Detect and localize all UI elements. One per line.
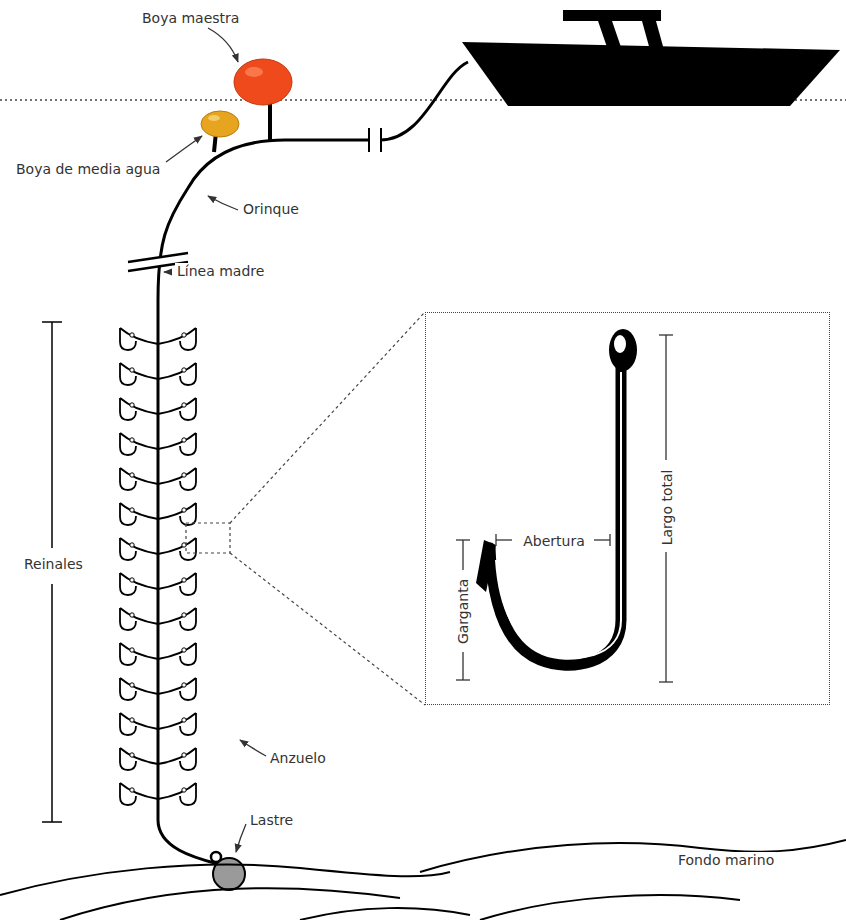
- snood: [158, 363, 196, 385]
- snood: [158, 468, 196, 490]
- part-label: Fondo marino: [676, 852, 776, 869]
- snood: [158, 433, 196, 455]
- snood: [158, 608, 196, 630]
- dimension-label: Abertura: [520, 533, 588, 550]
- dimension-lines: [456, 335, 673, 682]
- snood: [158, 398, 196, 420]
- detail-inset: AberturaGarganta Largo total: [425, 312, 830, 705]
- snood: [120, 748, 158, 770]
- snood: [120, 468, 158, 490]
- sea-floor: [0, 840, 846, 920]
- snood: [120, 398, 158, 420]
- snood: [120, 363, 158, 385]
- snood: [120, 783, 158, 805]
- zoom-callout: [186, 312, 425, 705]
- weight: [211, 852, 245, 890]
- snood: [120, 328, 158, 350]
- snood: [158, 678, 196, 700]
- part-label: Boya maestra: [140, 10, 241, 27]
- snood: [158, 503, 196, 525]
- snood: [120, 643, 158, 665]
- snood: [120, 678, 158, 700]
- part-label: Reinales: [22, 556, 85, 573]
- snood: [158, 783, 196, 805]
- boat: [462, 10, 840, 106]
- leader-lines: [164, 28, 266, 852]
- snood: [120, 433, 158, 455]
- snood: [158, 573, 196, 595]
- snood: [158, 748, 196, 770]
- snood: [120, 608, 158, 630]
- dimension-label: Largo total: [659, 466, 676, 548]
- snood: [120, 503, 158, 525]
- snood: [120, 573, 158, 595]
- snood-hooks: [120, 328, 196, 805]
- break-mark: [128, 128, 381, 271]
- midwater-buoy: [201, 111, 239, 152]
- part-label: Orinque: [241, 201, 301, 218]
- part-label: Boya de media agua: [14, 161, 162, 178]
- snood: [120, 538, 158, 560]
- snood: [158, 713, 196, 735]
- main-line: [158, 62, 468, 864]
- part-label: Línea madre: [175, 263, 266, 280]
- hook-detail: [476, 329, 637, 665]
- snood: [158, 538, 196, 560]
- master-buoy: [234, 59, 292, 140]
- part-label: Lastre: [248, 812, 295, 829]
- part-label: Anzuelo: [268, 750, 328, 767]
- snood: [120, 713, 158, 735]
- dimension-label: Garganta: [456, 575, 473, 646]
- snood: [158, 643, 196, 665]
- snood: [158, 328, 196, 350]
